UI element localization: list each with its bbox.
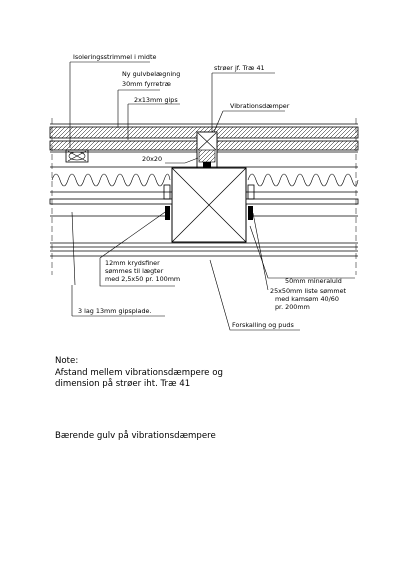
leader-lines [69, 61, 355, 331]
label-plaster: Forskalling og puds [232, 321, 294, 329]
note-title: Note: [55, 356, 79, 366]
label-batten-3: pr. 200mm [275, 303, 310, 311]
label-batten-2: med kamsøm 40/60 [275, 295, 339, 303]
label-damper: Vibrationsdæmper [230, 102, 290, 110]
isolation-strip [65, 149, 89, 163]
label-plywood-2: sømmes til lægter [105, 267, 164, 275]
beam-cross-section [171, 167, 247, 243]
label-gypsum-bottom: 3 lag 13mm gipsplade. [78, 307, 151, 315]
note-line-2: dimension på strøer iht. Træ 41 [55, 379, 191, 389]
label-batten-1: 25x50mm liste sømmet [270, 287, 346, 295]
ceiling-layers [50, 215, 358, 257]
labels: Isoleringsstrimmel i midte Ny gulvbelægn… [73, 53, 346, 329]
label-gypsum-top: 2x13mm gips [134, 96, 178, 104]
mineral-wool-layer [50, 166, 359, 193]
note-line-1: Afstand mellem vibrationsdæmpere og [55, 368, 223, 378]
label-plywood-3: med 2,5x50 pr. 100mm [105, 275, 180, 283]
drawing-caption: Bærende gulv på vibrationsdæmpere [55, 431, 216, 441]
label-spacer: 20x20 [142, 155, 162, 163]
label-isolation-strip: Isoleringsstrimmel i midte [73, 53, 156, 61]
label-pine: 30mm fyrretræ [122, 80, 171, 88]
label-plywood-1: 12mm krydsfiner [105, 259, 160, 267]
plywood-battens [49, 184, 359, 220]
label-new-flooring: Ny gulvbelægning [122, 70, 180, 78]
label-joist-ref: strøer jf. Træ 41 [214, 64, 265, 72]
joist-and-damper [196, 131, 218, 181]
label-mineral-wool: 50mm mineraluld [285, 277, 342, 285]
break-lines [51, 118, 357, 275]
